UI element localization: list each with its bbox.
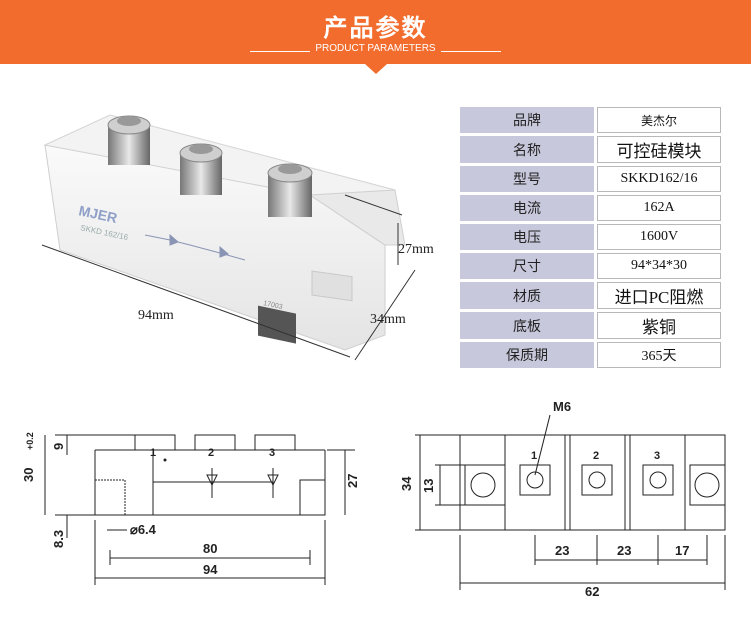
param-row-name: 名称可控硅模块 [460, 136, 721, 163]
param-value: 162A [597, 195, 721, 221]
param-key: 品牌 [460, 107, 594, 133]
dim-side-tolerance: +0.2 [25, 432, 35, 450]
terminal-3 [267, 163, 313, 217]
param-key: 电流 [460, 195, 594, 221]
banner-subtitle: PRODUCT PARAMETERS [315, 43, 436, 54]
banner-divider-left [250, 51, 310, 52]
dim-height: 27mm [398, 242, 434, 257]
param-row-brand: 品牌美杰尔 [460, 107, 721, 133]
dim-side-body: 27 [345, 474, 360, 488]
dim-side-span: 80 [203, 541, 217, 556]
param-row-material: 材质进口PC阻燃 [460, 282, 721, 309]
dim-side-base: 8.3 [51, 530, 66, 548]
header-banner: 产品参数 PRODUCT PARAMETERS [0, 0, 751, 64]
param-key: 保质期 [460, 342, 594, 368]
param-value: 1600V [597, 224, 721, 250]
dim-top-end: 17 [675, 543, 689, 558]
param-key: 名称 [460, 136, 594, 163]
param-key: 电压 [460, 224, 594, 250]
terminal-1 [107, 115, 151, 165]
param-row-baseplate: 底板紫铜 [460, 312, 721, 339]
dim-width: 34mm [370, 312, 406, 327]
param-key: 底板 [460, 312, 594, 339]
top-view-drawing: M6 34 13 23 23 17 62 1 2 3 [399, 399, 726, 599]
dim-side-length: 94 [203, 562, 218, 577]
param-value: 美杰尔 [597, 107, 721, 133]
dim-side-total: 30 [21, 468, 36, 482]
code-print: 17003 [263, 300, 284, 311]
top-terminal-3: 3 [654, 450, 660, 462]
product-photo: MJER SKKD 162/16 17003 94mm 27mm 34mm [41, 114, 434, 361]
brand-mark: MJER [77, 202, 118, 226]
dim-side-hole: ⌀6.4 [130, 522, 157, 537]
param-key: 尺寸 [460, 253, 594, 279]
param-value: 365天 [597, 342, 721, 368]
dim-side-top: 9 [51, 443, 66, 450]
param-key: 型号 [460, 166, 594, 192]
dim-top-pitch-1: 23 [555, 543, 569, 558]
circuit-print [144, 233, 246, 261]
param-value: 94*34*30 [597, 253, 721, 279]
terminal-2 [179, 143, 223, 195]
param-value: SKKD162/16 [597, 166, 721, 192]
param-key: 材质 [460, 282, 594, 309]
dim-top-total: 62 [585, 584, 599, 599]
param-value: 可控硅模块 [597, 136, 721, 163]
top-terminal-2: 2 [593, 450, 599, 462]
param-value: 进口PC阻燃 [597, 282, 721, 309]
dim-top-width: 34 [399, 476, 414, 491]
banner-divider-right [441, 51, 501, 52]
dim-top-inner: 13 [421, 479, 436, 493]
banner-title: 产品参数 [323, 14, 428, 42]
dim-top-screw: M6 [553, 399, 571, 414]
side-view-drawing: 30 +0.2 9 27 8.3 ⌀6.4 80 94 1 2 3 [21, 432, 360, 585]
side-terminal-2: 2 [208, 447, 214, 459]
side-terminal-3: 3 [269, 447, 275, 459]
param-value: 紫铜 [597, 312, 721, 339]
top-terminal-1: 1 [531, 450, 537, 462]
side-terminal-1: 1 [150, 447, 156, 459]
dim-top-pitch-2: 23 [617, 543, 631, 558]
banner-notch [365, 64, 387, 74]
dim-length: 94mm [138, 308, 174, 323]
